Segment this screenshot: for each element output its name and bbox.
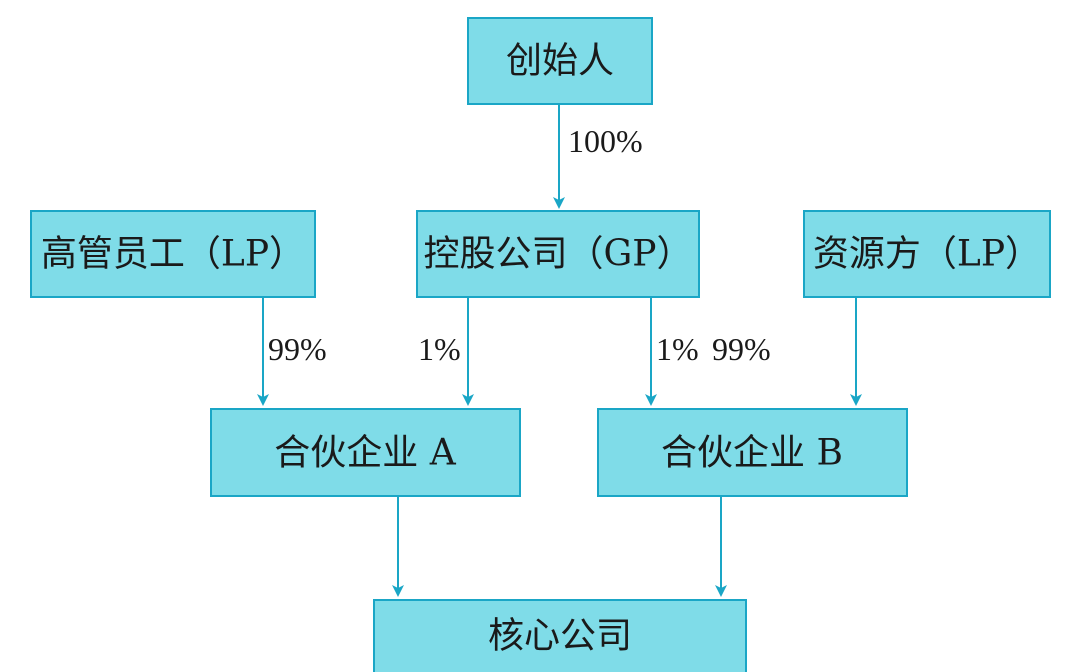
node-partnership-b: 合伙企业 B <box>597 408 908 497</box>
edge-label-holding-to-partnership-a: 1% <box>418 331 461 367</box>
node-resource-party-label: 资源方（LP） <box>813 234 1041 275</box>
node-holding-company-label: 控股公司（GP） <box>424 234 693 275</box>
node-founder: 创始人 <box>467 17 653 105</box>
edge-label-holding-to-partnership-b: 1% <box>656 331 699 367</box>
node-executives-label: 高管员工（LP） <box>41 234 305 275</box>
node-core-company-label: 核心公司 <box>488 616 632 657</box>
edge-label-founder-to-holding: 100% <box>568 123 643 159</box>
node-partnership-a-label: 合伙企业 A <box>274 433 456 474</box>
node-core-company: 核心公司 <box>373 599 747 672</box>
node-founder-label: 创始人 <box>506 41 614 82</box>
edges: 100% 99% 1% 1% 99% <box>257 104 862 597</box>
node-resource-party: 资源方（LP） <box>803 210 1051 298</box>
node-partnership-b-label: 合伙企业 B <box>661 433 843 474</box>
edge-label-resource-to-partnership-b: 99% <box>712 331 771 367</box>
edge-label-executives-to-partnership-a: 99% <box>268 331 327 367</box>
node-executives: 高管员工（LP） <box>30 210 316 298</box>
node-partnership-a: 合伙企业 A <box>210 408 521 497</box>
node-holding-company: 控股公司（GP） <box>416 210 700 298</box>
